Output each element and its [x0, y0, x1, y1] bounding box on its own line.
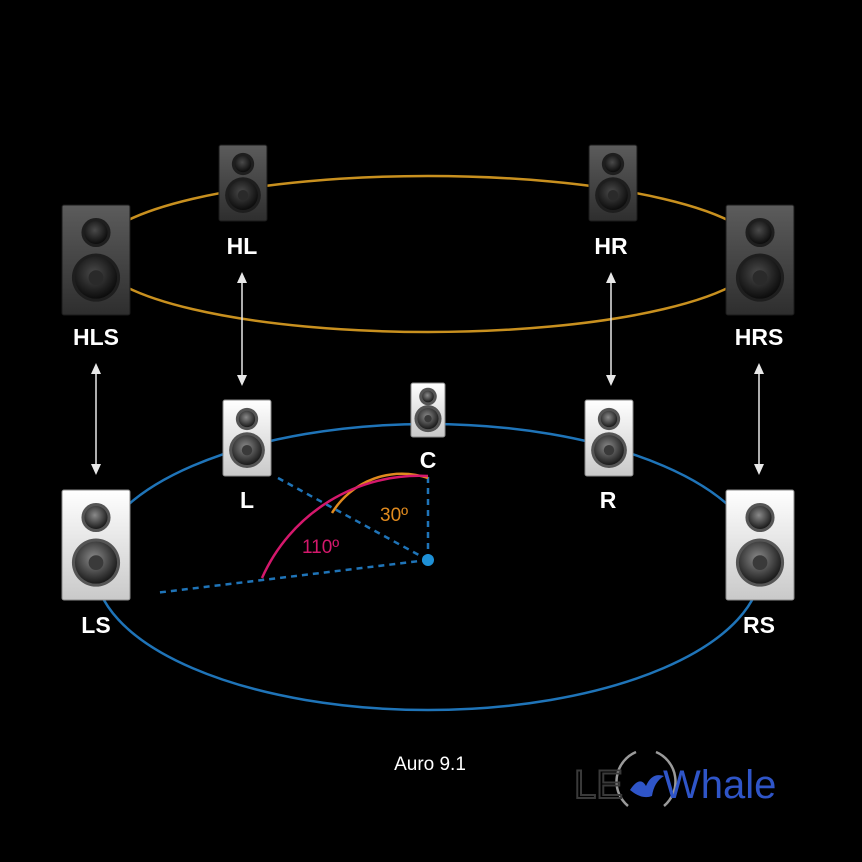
label-hls: HLS — [73, 324, 119, 350]
label-r: R — [600, 487, 617, 513]
speaker-hl-icon — [218, 144, 268, 222]
speaker-l-icon — [222, 399, 272, 477]
speakers — [61, 144, 795, 601]
surround-left-line — [154, 558, 429, 595]
label-hr: HR — [594, 233, 628, 259]
arc-110 — [260, 474, 429, 579]
angle-110-label: 110º — [302, 537, 339, 558]
sound-wave-left-icon — [615, 750, 637, 807]
label-hrs: HRS — [735, 324, 784, 350]
lewhale-logo: LE Whale — [573, 750, 776, 808]
arrow-hl-l — [237, 272, 247, 386]
upper-ring — [93, 174, 763, 334]
label-ls: LS — [81, 612, 110, 638]
arrow-hr-r — [606, 272, 616, 386]
speaker-hrs-icon — [725, 204, 795, 316]
whale-tail-icon — [630, 775, 664, 798]
angle-30-label: 30º — [380, 505, 408, 526]
speaker-r-icon — [584, 399, 634, 477]
label-rs: RS — [743, 612, 775, 638]
speaker-hr-icon — [588, 144, 638, 222]
arrow-hrs-rs — [754, 363, 764, 475]
label-l: L — [240, 487, 254, 513]
logo-text-left: LE — [574, 763, 623, 807]
speaker-hls-icon — [61, 204, 131, 316]
speaker-c-icon — [410, 382, 446, 438]
label-hl: HL — [227, 233, 258, 259]
logo-text-right: Whale — [663, 763, 776, 807]
label-c: C — [420, 447, 437, 473]
speaker-ls-icon — [61, 489, 131, 601]
diagram-caption: Auro 9.1 — [394, 754, 466, 775]
arrow-hls-ls — [91, 363, 101, 475]
sound-wave-right-icon — [655, 750, 677, 807]
speaker-rs-icon — [725, 489, 795, 601]
listener-point — [422, 554, 434, 566]
